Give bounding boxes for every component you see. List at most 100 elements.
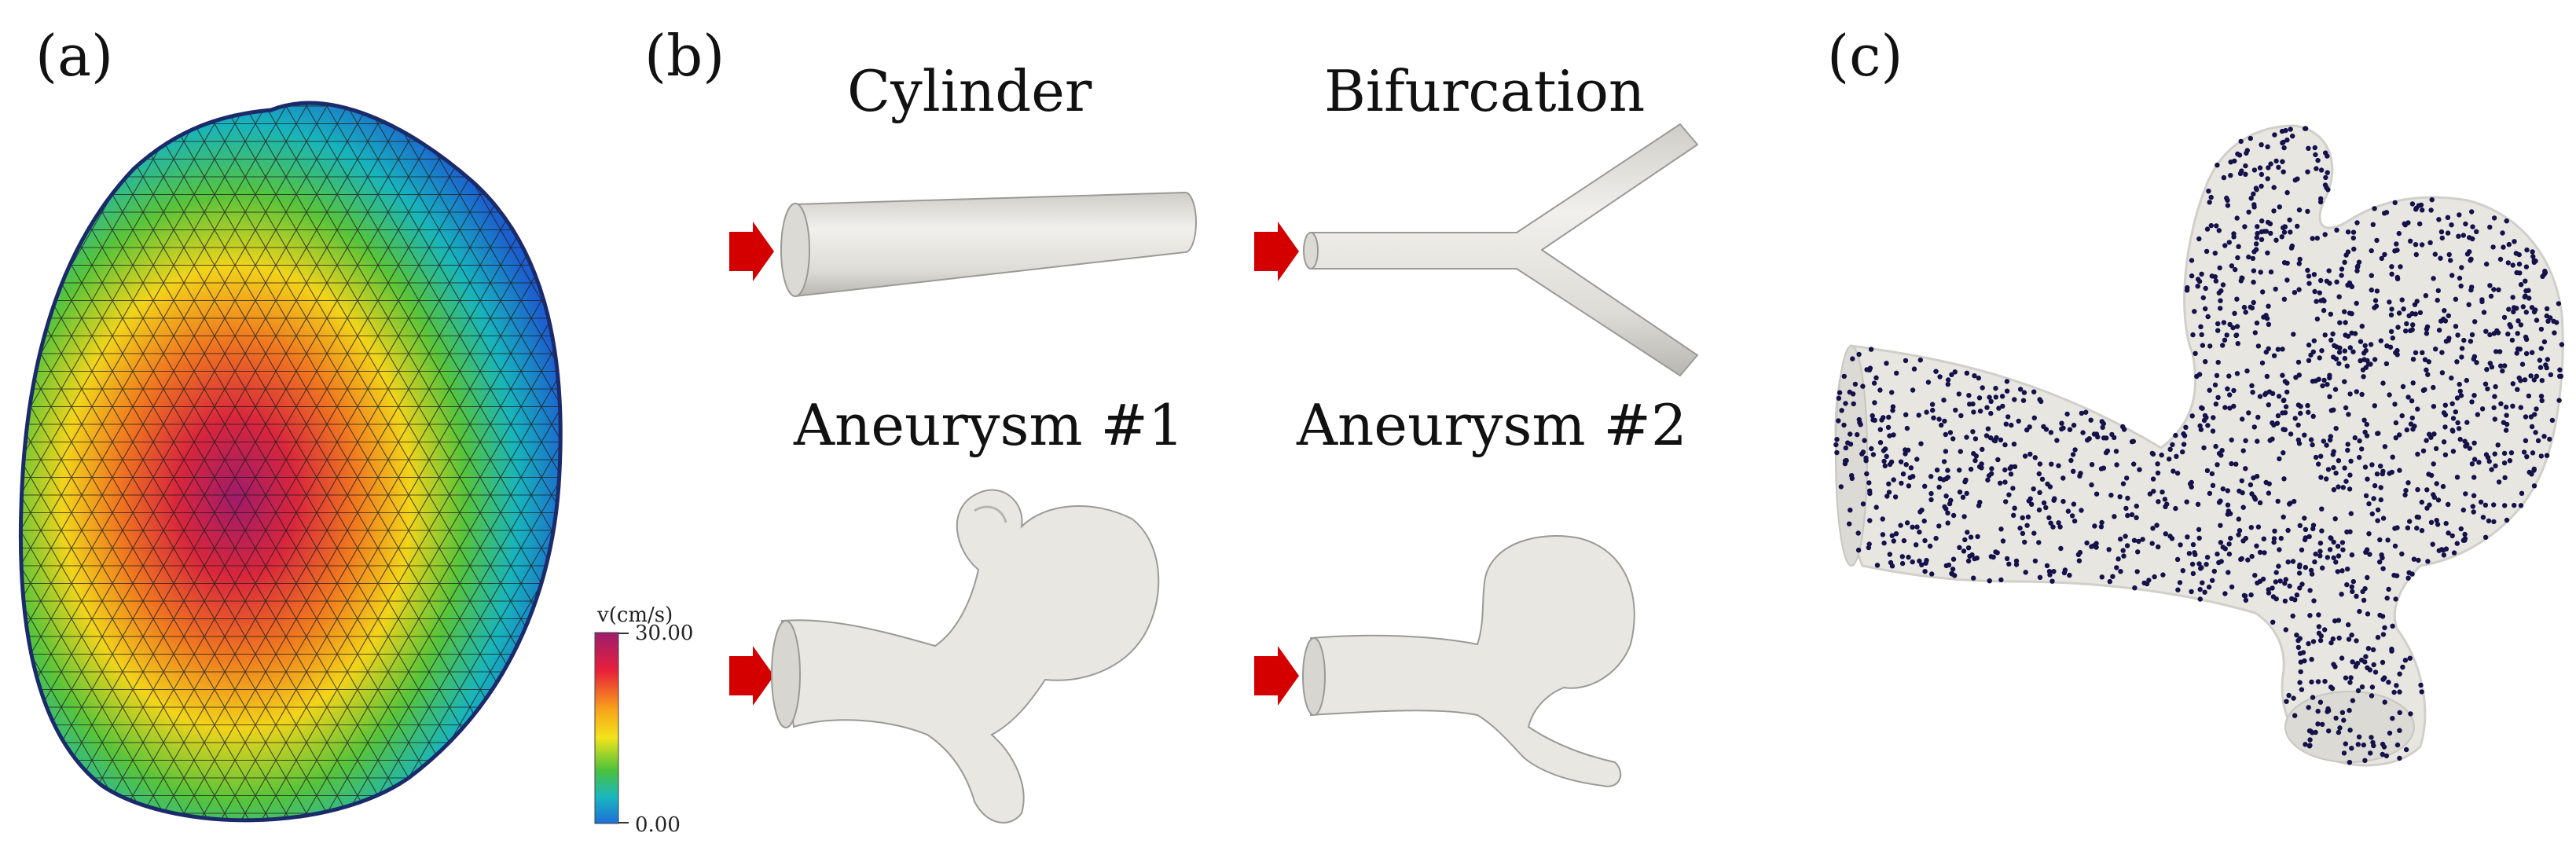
- particle-dot: [1888, 459, 1895, 465]
- particle-dot: [1862, 438, 1867, 443]
- particle-dot: [1917, 358, 1923, 363]
- particle-dot: [2236, 244, 2241, 249]
- particle-dot: [2252, 573, 2258, 578]
- particle-dot: [2523, 438, 2529, 443]
- particle-dot: [1887, 433, 1892, 438]
- particle-dot: [2192, 309, 2197, 314]
- particle-dot: [2204, 555, 2211, 560]
- particle-dot: [2190, 332, 2196, 338]
- particle-dot: [2083, 409, 2089, 415]
- particle-dot: [2044, 563, 2050, 569]
- particle-dot: [2284, 189, 2290, 196]
- particle-dot: [2054, 438, 2060, 443]
- colorbar-title: v(cm/s): [597, 603, 673, 627]
- particle-dot: [2554, 320, 2559, 325]
- particle-dot: [2424, 367, 2429, 372]
- particle-dot: [2500, 230, 2505, 236]
- particle-dot: [2328, 434, 2333, 439]
- particle-dot: [2200, 295, 2206, 301]
- particle-dot: [2501, 450, 2508, 457]
- particle-dot: [1839, 408, 1844, 413]
- particle-dot: [2067, 572, 2072, 578]
- particle-dot: [2375, 507, 2381, 513]
- particle-dot: [2442, 402, 2448, 408]
- particle-dot: [2379, 552, 2384, 558]
- particle-dot: [2167, 446, 2173, 452]
- particle-dot: [2004, 388, 2010, 394]
- particle-dot: [2193, 350, 2198, 356]
- particle-dot: [2234, 215, 2240, 221]
- particle-dot: [2522, 377, 2528, 383]
- particle-dot: [2226, 570, 2231, 575]
- particle-dot: [1914, 542, 1919, 548]
- particle-dot: [2213, 443, 2218, 449]
- particle-dot: [1886, 481, 1892, 486]
- particle-dot: [1994, 550, 2000, 556]
- particle-dot: [1963, 477, 1969, 483]
- particle-dot: [2226, 508, 2231, 514]
- particle-dot: [1972, 457, 1978, 464]
- particle-dot: [2266, 402, 2271, 408]
- particle-dot: [2280, 347, 2285, 352]
- particle-dot: [2504, 517, 2510, 523]
- particle-dot: [2367, 552, 2372, 557]
- particle-dot: [2233, 266, 2238, 273]
- particle-dot: [2189, 413, 2195, 419]
- particle-dot: [2120, 481, 2126, 486]
- particle-dot: [2207, 343, 2213, 349]
- particle-dot: [2496, 479, 2502, 485]
- particle-dot: [2365, 476, 2370, 482]
- particle-dot: [1965, 558, 1972, 564]
- particle-dot: [2007, 465, 2013, 471]
- particle-dot: [2470, 236, 2475, 242]
- particle-dot: [2249, 383, 2255, 388]
- particle-dot: [2510, 403, 2515, 409]
- particle-dot: [2306, 640, 2311, 647]
- particle-dot: [2459, 354, 2464, 360]
- particle-dot: [2013, 558, 2020, 564]
- particle-dot: [1928, 474, 1934, 479]
- particle-dot: [2292, 290, 2298, 295]
- particle-dot: [2531, 377, 2537, 383]
- particle-dot: [2238, 138, 2244, 145]
- particle-dot: [2314, 316, 2321, 322]
- particle-dot: [2369, 462, 2375, 468]
- particle-dot: [2210, 428, 2216, 434]
- particle-dot: [2337, 725, 2343, 731]
- particle-dot: [2428, 519, 2435, 525]
- particle-dot: [1847, 521, 1852, 526]
- particle-dot: [2275, 413, 2281, 419]
- particle-dot: [2131, 461, 2137, 467]
- particle-dot: [1998, 526, 2004, 532]
- particle-dot: [2288, 245, 2295, 251]
- particle-dot: [2089, 544, 2094, 549]
- particle-dot: [2266, 481, 2272, 486]
- particle-dot: [1921, 518, 1927, 524]
- particle-dot: [2410, 427, 2416, 432]
- particle-dot: [2043, 427, 2049, 432]
- particle-dot: [2455, 332, 2460, 338]
- particle-dot: [2365, 361, 2372, 367]
- particle-dot: [2501, 314, 2508, 321]
- particle-dot: [2352, 331, 2358, 336]
- particle-dot: [2336, 618, 2342, 623]
- particle-dot: [2085, 437, 2090, 443]
- particle-dot: [2093, 491, 2100, 497]
- particle-dot: [2297, 651, 2303, 656]
- particle-dot: [2281, 169, 2286, 174]
- particle-dot: [2363, 654, 2369, 659]
- particle-dot: [1976, 464, 1983, 470]
- particle-dot: [1879, 417, 1884, 423]
- particle-dot: [2180, 449, 2185, 455]
- particle-dot: [1849, 475, 1855, 481]
- particle-dot: [2010, 486, 2016, 491]
- particle-dot: [2140, 537, 2145, 542]
- particle-dot: [2227, 321, 2233, 328]
- particle-dot: [2367, 667, 2373, 673]
- colorbar-min-label: 0.00: [635, 813, 681, 837]
- particle-dot: [1866, 367, 1873, 373]
- particle-dot: [2287, 583, 2292, 589]
- particle-dot: [2259, 183, 2264, 189]
- particle-dot: [2328, 535, 2333, 541]
- particle-dot: [2222, 405, 2228, 410]
